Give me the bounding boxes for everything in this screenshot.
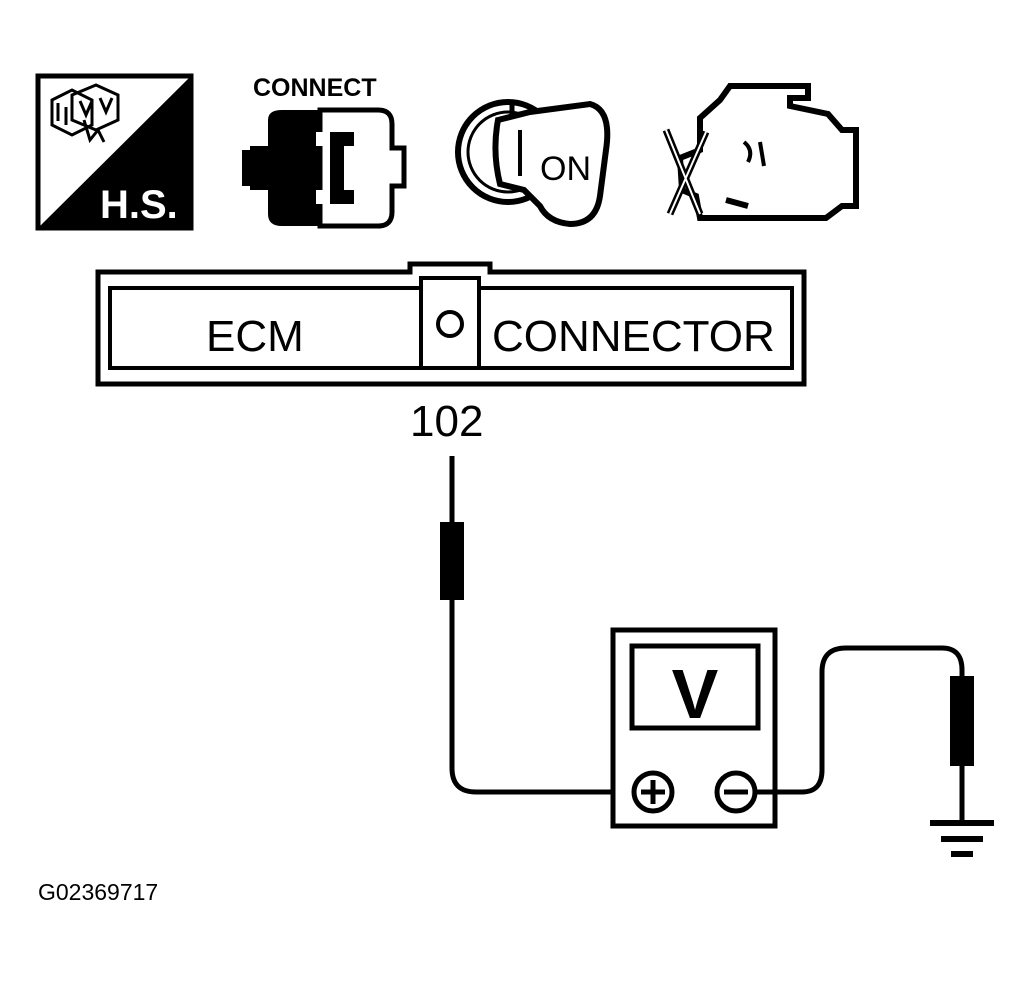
meter-symbol: V: [672, 655, 719, 733]
minus-terminal-icon: [714, 770, 758, 814]
voltmeter: V: [610, 627, 778, 829]
plus-terminal-icon: [631, 770, 675, 814]
ground-symbol-icon: [930, 820, 994, 857]
negative-probe: [755, 645, 974, 822]
hot-soak-icon: H.S.: [35, 73, 194, 231]
ignition-key-icon: ON: [455, 99, 611, 228]
hot-soak-label: H.S.: [100, 183, 178, 227]
engine-off-icon: [662, 83, 859, 221]
connector-icon: CONNECT: [242, 74, 407, 229]
connect-label: CONNECT: [253, 74, 377, 102]
figure-id: G02369717: [38, 879, 159, 905]
connector-right-label: CONNECTOR: [492, 312, 775, 361]
ignition-on-label: ON: [540, 150, 591, 188]
positive-probe: [440, 456, 622, 795]
connector-left-label: ECM: [206, 312, 304, 361]
ecm-connector: ECM CONNECTOR: [95, 261, 807, 387]
terminal-number: 102: [410, 397, 483, 446]
